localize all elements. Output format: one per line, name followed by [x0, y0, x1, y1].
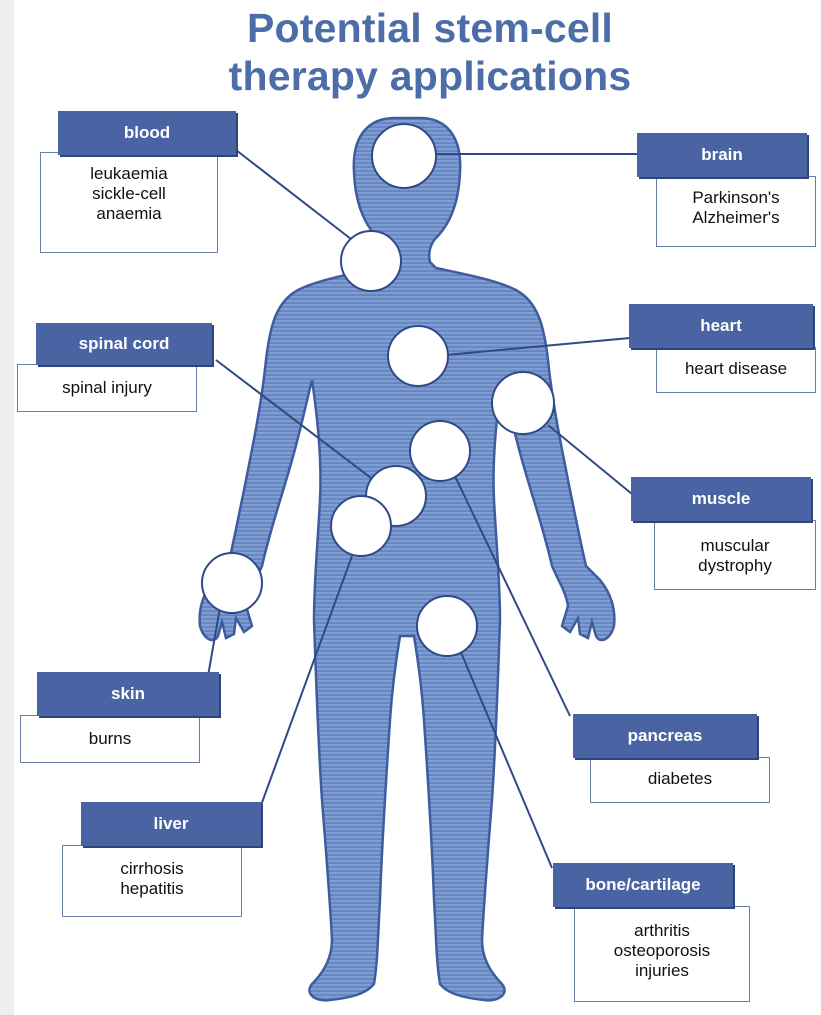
target-heart: [388, 326, 448, 386]
label-spinal-cord-heading: spinal cord: [36, 323, 212, 365]
connector-blood: [236, 150, 360, 246]
target-brain: [372, 124, 436, 188]
diagram-title: Potential stem-cell therapy applications: [170, 4, 690, 100]
label-bone-cartilage: bone/cartilage arthritis osteoporosis in…: [574, 906, 750, 1002]
label-brain-heading: brain: [637, 133, 807, 177]
label-heart-line-1: heart disease: [657, 359, 815, 379]
title-line-1: Potential stem-cell: [170, 4, 690, 52]
label-pancreas: pancreas diabetes: [590, 757, 770, 803]
label-bone-cartilage-line-1: arthritis: [575, 921, 749, 941]
label-blood-heading: blood: [58, 111, 236, 155]
label-muscle-line-1: muscular: [655, 536, 815, 556]
label-muscle: muscle muscular dystrophy: [654, 520, 816, 590]
label-spinal-cord: spinal cord spinal injury: [17, 364, 197, 412]
label-brain-line-2: Alzheimer's: [657, 208, 815, 228]
label-muscle-line-2: dystrophy: [655, 556, 815, 576]
label-bone-cartilage-heading: bone/cartilage: [553, 863, 733, 907]
label-blood-line-1: leukaemia: [41, 164, 217, 184]
label-skin: skin burns: [20, 715, 200, 763]
target-liver: [331, 496, 391, 556]
label-pancreas-heading: pancreas: [573, 714, 757, 758]
target-bone: [417, 596, 477, 656]
label-blood: blood leukaemia sickle-cell anaemia: [40, 152, 218, 253]
label-heart-heading: heart: [629, 304, 813, 348]
label-blood-line-3: anaemia: [41, 204, 217, 224]
label-heart: heart heart disease: [656, 347, 816, 393]
target-blood: [341, 231, 401, 291]
target-skin: [202, 553, 262, 613]
label-bone-cartilage-line-3: injuries: [575, 961, 749, 981]
label-pancreas-text: diabetes: [591, 760, 769, 798]
label-brain-text: Parkinson's Alzheimer's: [657, 183, 815, 233]
label-muscle-heading: muscle: [631, 477, 811, 521]
label-skin-line-1: burns: [21, 729, 199, 749]
target-muscle: [492, 372, 554, 434]
label-skin-heading: skin: [37, 672, 219, 716]
label-spinal-cord-line-1: spinal injury: [18, 378, 196, 398]
label-liver-line-2: hepatitis: [63, 879, 241, 899]
label-pancreas-line-1: diabetes: [591, 769, 769, 789]
title-line-2: therapy applications: [170, 52, 690, 100]
label-brain-line-1: Parkinson's: [657, 188, 815, 208]
label-liver-line-1: cirrhosis: [63, 859, 241, 879]
label-liver-heading: liver: [81, 802, 261, 846]
label-brain: brain Parkinson's Alzheimer's: [656, 176, 816, 247]
label-liver-text: cirrhosis hepatitis: [63, 850, 241, 908]
label-bone-cartilage-text: arthritis osteoporosis injuries: [575, 911, 749, 991]
label-bone-cartilage-line-2: osteoporosis: [575, 941, 749, 961]
label-skin-text: burns: [21, 720, 199, 758]
label-heart-text: heart disease: [657, 350, 815, 388]
label-blood-line-2: sickle-cell: [41, 184, 217, 204]
label-muscle-text: muscular dystrophy: [655, 527, 815, 585]
label-liver: liver cirrhosis hepatitis: [62, 845, 242, 917]
label-spinal-cord-text: spinal injury: [18, 369, 196, 407]
target-pancreas: [410, 421, 470, 481]
label-blood-text: leukaemia sickle-cell anaemia: [41, 159, 217, 229]
